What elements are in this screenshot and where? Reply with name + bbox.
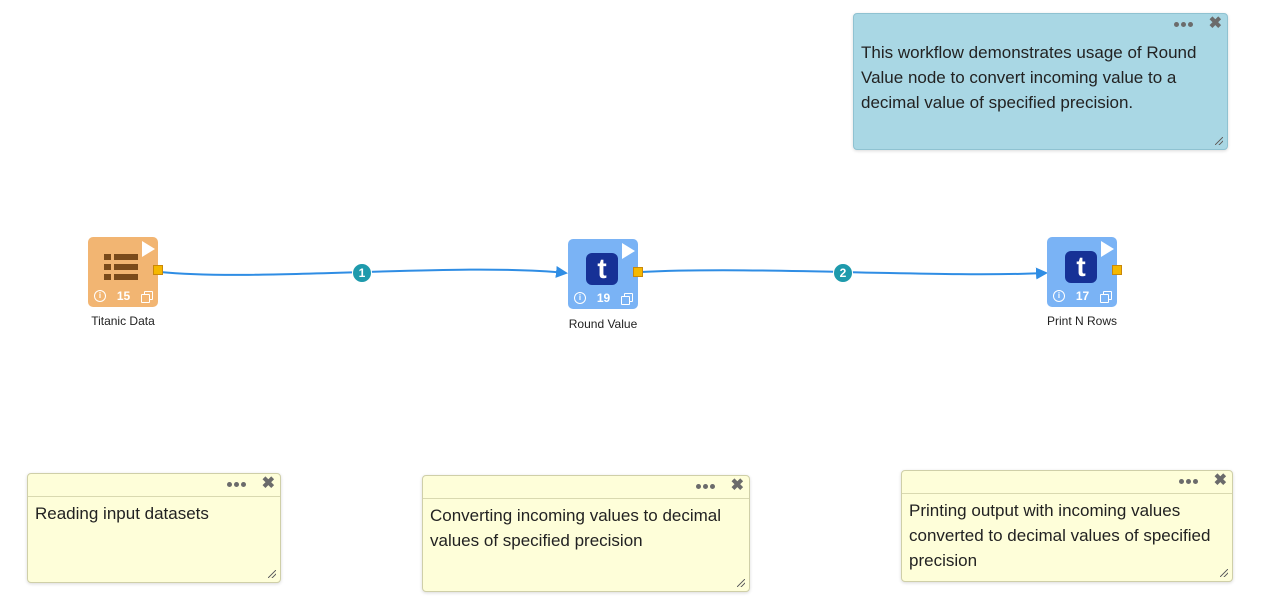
info-icon[interactable]: i: [94, 290, 106, 302]
note-header[interactable]: ✖: [423, 476, 749, 499]
output-port[interactable]: [633, 267, 643, 277]
close-icon[interactable]: ✖: [730, 477, 744, 494]
node-round-value[interactable]: t i 19: [568, 239, 643, 309]
note-text[interactable]: Printing output with incoming values con…: [909, 501, 1211, 570]
resize-handle-icon[interactable]: [737, 579, 745, 587]
table-icon: [104, 254, 138, 280]
play-icon[interactable]: [622, 243, 635, 259]
edge-badge-2[interactable]: 2: [833, 263, 853, 283]
node-label-titanic-data: Titanic Data: [91, 314, 155, 328]
copy-icon[interactable]: [620, 292, 633, 305]
more-icon[interactable]: [1179, 479, 1198, 484]
play-icon[interactable]: [1101, 241, 1114, 257]
close-icon[interactable]: ✖: [261, 475, 275, 492]
note-reading[interactable]: ✖ Reading input datasets: [27, 473, 281, 583]
node-number: 15: [116, 289, 131, 303]
note-header[interactable]: ✖: [28, 474, 280, 497]
note-workflow-description[interactable]: ✖ This workflow demonstrates usage of Ro…: [853, 13, 1228, 150]
note-text[interactable]: Converting incoming values to decimal va…: [430, 506, 722, 550]
more-icon[interactable]: [227, 482, 246, 487]
copy-icon[interactable]: [140, 290, 153, 303]
edge-badge-1[interactable]: 1: [352, 263, 372, 283]
output-port[interactable]: [1112, 265, 1122, 275]
more-icon[interactable]: [696, 484, 715, 489]
info-icon[interactable]: i: [574, 292, 586, 304]
note-text[interactable]: Reading input datasets: [35, 504, 209, 523]
note-header[interactable]: ✖: [854, 14, 1227, 36]
t-icon: t: [586, 253, 618, 285]
close-icon[interactable]: ✖: [1208, 15, 1222, 32]
note-printing[interactable]: ✖ Printing output with incoming values c…: [901, 470, 1233, 582]
resize-handle-icon[interactable]: [1220, 569, 1228, 577]
node-print-n-rows[interactable]: t i 17: [1047, 237, 1122, 307]
copy-icon[interactable]: [1099, 290, 1112, 303]
resize-handle-icon[interactable]: [268, 570, 276, 578]
note-text[interactable]: This workflow demonstrates usage of Roun…: [861, 43, 1197, 112]
t-icon: t: [1065, 251, 1097, 283]
node-number: 19: [596, 291, 611, 305]
output-port[interactable]: [153, 265, 163, 275]
node-titanic-data[interactable]: i 15: [88, 237, 163, 307]
node-label-print-n-rows: Print N Rows: [1046, 314, 1118, 328]
node-number: 17: [1075, 289, 1090, 303]
node-label-round-value: Round Value: [568, 317, 638, 331]
more-icon[interactable]: [1174, 22, 1193, 27]
resize-handle-icon[interactable]: [1215, 137, 1223, 145]
note-header[interactable]: ✖: [902, 471, 1232, 494]
info-icon[interactable]: i: [1053, 290, 1065, 302]
note-converting[interactable]: ✖ Converting incoming values to decimal …: [422, 475, 750, 592]
play-icon[interactable]: [142, 241, 155, 257]
close-icon[interactable]: ✖: [1213, 472, 1227, 489]
